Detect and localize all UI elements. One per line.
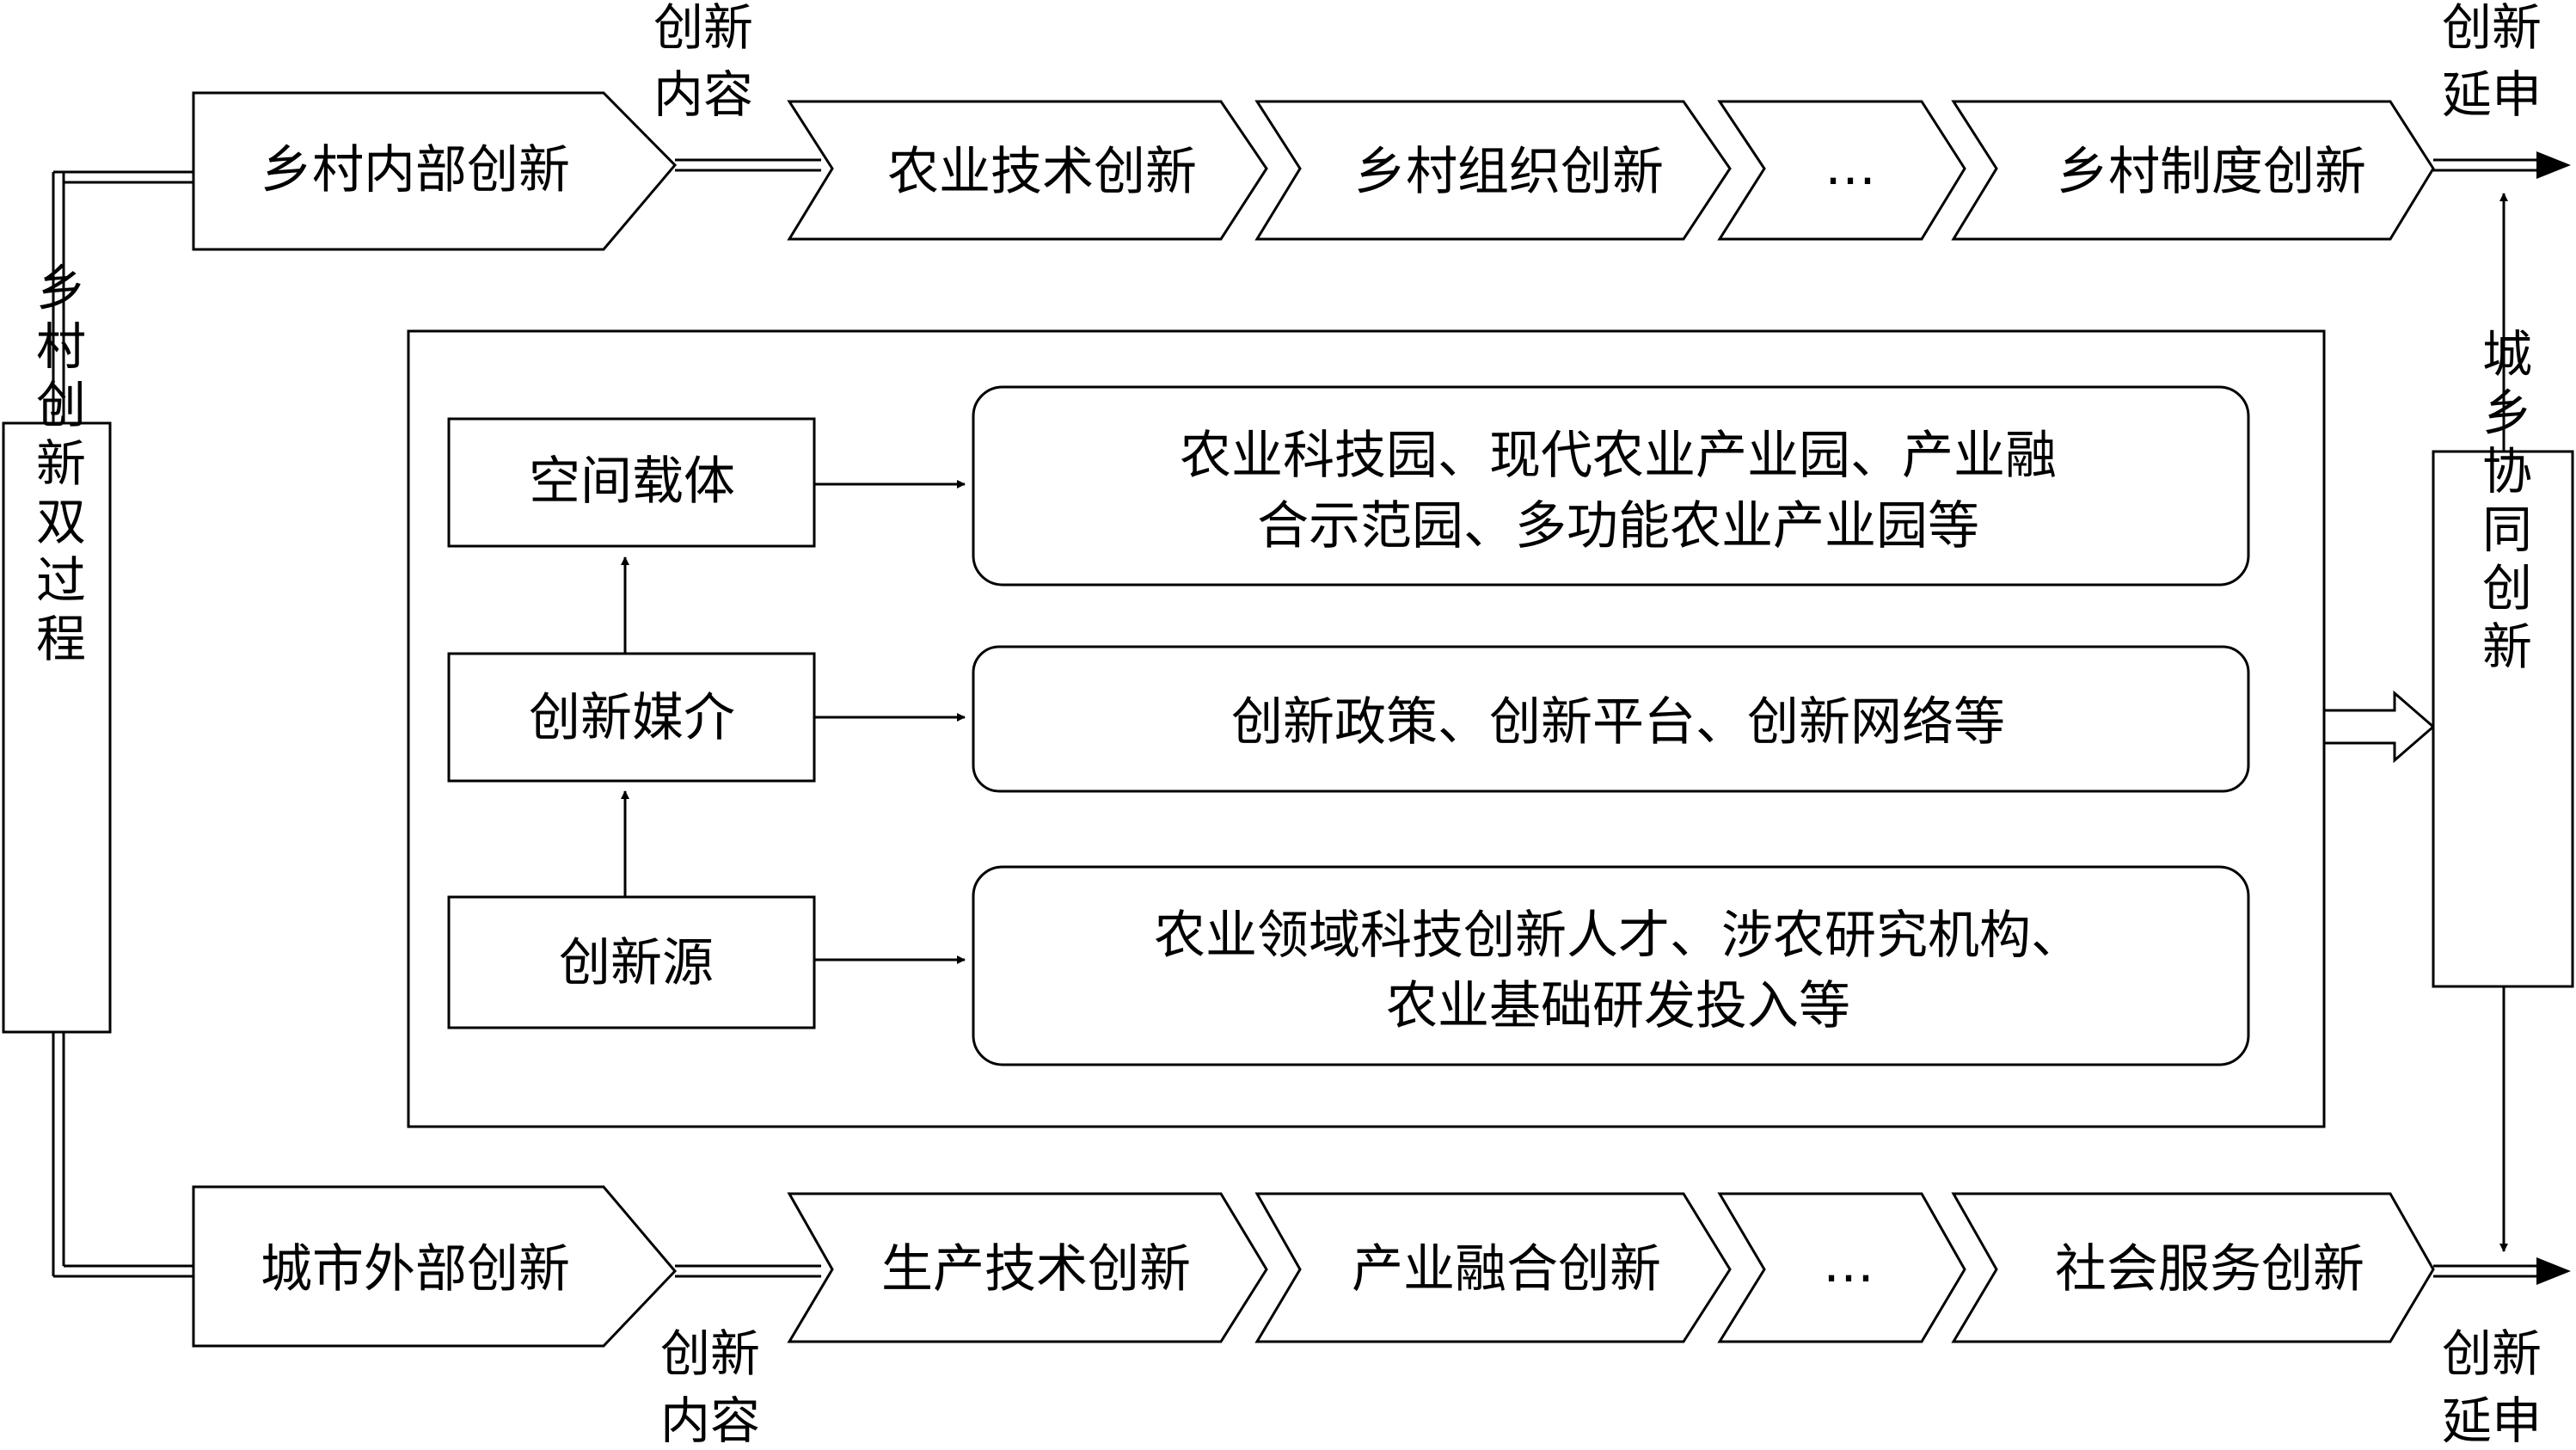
bottom-extend-label-line1: 创新	[2442, 1324, 2542, 1383]
desc-space-carrier-line1: 农业科技园、现代农业产业园、产业融	[1180, 426, 2057, 486]
bottom-extend-label-line2: 延申	[2442, 1392, 2542, 1450]
bottom-source-chevron	[192, 1185, 678, 1348]
left-double-connector	[52, 170, 193, 1278]
top-step-4-label: 乡村制度创新	[2057, 142, 2366, 202]
bottom-step-1-chevron	[787, 1192, 1268, 1343]
top-step-2-chevron	[1254, 100, 1732, 241]
top-step-4-chevron	[1951, 100, 2435, 241]
level-label-innovation-medium: 创新媒介	[529, 688, 735, 748]
desc-space-carrier-line2: 合示范园、多功能农业产业园等	[1257, 496, 1979, 556]
top-content-label-line2: 内容	[653, 65, 753, 124]
top-step-1-label: 农业技术创新	[887, 142, 1197, 202]
desc-innovation-medium-line1: 创新政策、创新平台、创新网络等	[1231, 692, 2005, 753]
bottom-row: 城市外部创新 创新 内容 生产技术创新 产业融合创新 … 社会服务创新 创新 延…	[192, 1185, 2571, 1450]
bottom-step-4-chevron	[1951, 1192, 2435, 1343]
desc-innovation-source-line2: 农业基础研发投入等	[1386, 976, 1850, 1036]
top-extend-label-line2: 延申	[2442, 65, 2542, 124]
level-box-innovation-source	[447, 895, 816, 1029]
level-box-space-carrier	[447, 417, 816, 548]
bottom-source-label: 城市外部创新	[261, 1239, 570, 1299]
top-extend-label-line1: 创新	[2442, 0, 2542, 57]
desc-box-innovation-source	[972, 865, 2250, 1066]
top-content-label-line1: 创新	[653, 0, 753, 57]
top-source-chevron	[192, 91, 678, 251]
bottom-step-4-label: 社会服务创新	[2055, 1239, 2364, 1299]
bottom-step-3-chevron	[1717, 1192, 1966, 1343]
level-label-space-carrier: 空间载体	[529, 452, 735, 512]
hollow-arrow-to-urban-rural	[2322, 690, 2436, 764]
top-source-label: 乡村内部创新	[261, 140, 570, 200]
bottom-content-label-line2: 内容	[660, 1392, 760, 1450]
top-extend-arrow-head	[2536, 151, 2571, 179]
desc-box-innovation-medium	[972, 645, 2250, 793]
bottom-step-2-label: 产业融合创新	[1352, 1239, 1661, 1299]
center-framework: 空间载体 农业科技园、现代农业产业园、产业融 合示范园、多功能农业产业园等 创新…	[407, 329, 2326, 1128]
bottom-step-3-label: …	[1823, 1234, 1874, 1294]
left-side-label: 乡村创新双过程	[28, 261, 86, 671]
top-step-2-label: 乡村组织创新	[1354, 142, 1664, 202]
bottom-extend-arrow-head	[2536, 1257, 2571, 1285]
top-row: 乡村内部创新 创新 内容 农业技术创新 乡村组织创新 … 乡村制度创新 创新 延…	[192, 0, 2571, 251]
level-box-innovation-medium	[447, 652, 816, 783]
bottom-content-label-line1: 创新	[660, 1324, 760, 1383]
bottom-step-1-label: 生产技术创新	[881, 1239, 1191, 1299]
desc-innovation-source-line1: 农业领域科技创新人才、涉农研究机构、	[1154, 906, 2082, 966]
top-step-1-chevron	[787, 100, 1268, 241]
top-step-3-label: …	[1825, 137, 1876, 197]
top-step-3-chevron	[1717, 100, 1966, 241]
desc-box-space-carrier	[972, 385, 2250, 587]
left-side-label-box: 乡村创新双过程	[2, 261, 112, 1034]
bottom-step-2-chevron	[1254, 1192, 1732, 1343]
level-label-innovation-source: 创新源	[559, 933, 714, 993]
